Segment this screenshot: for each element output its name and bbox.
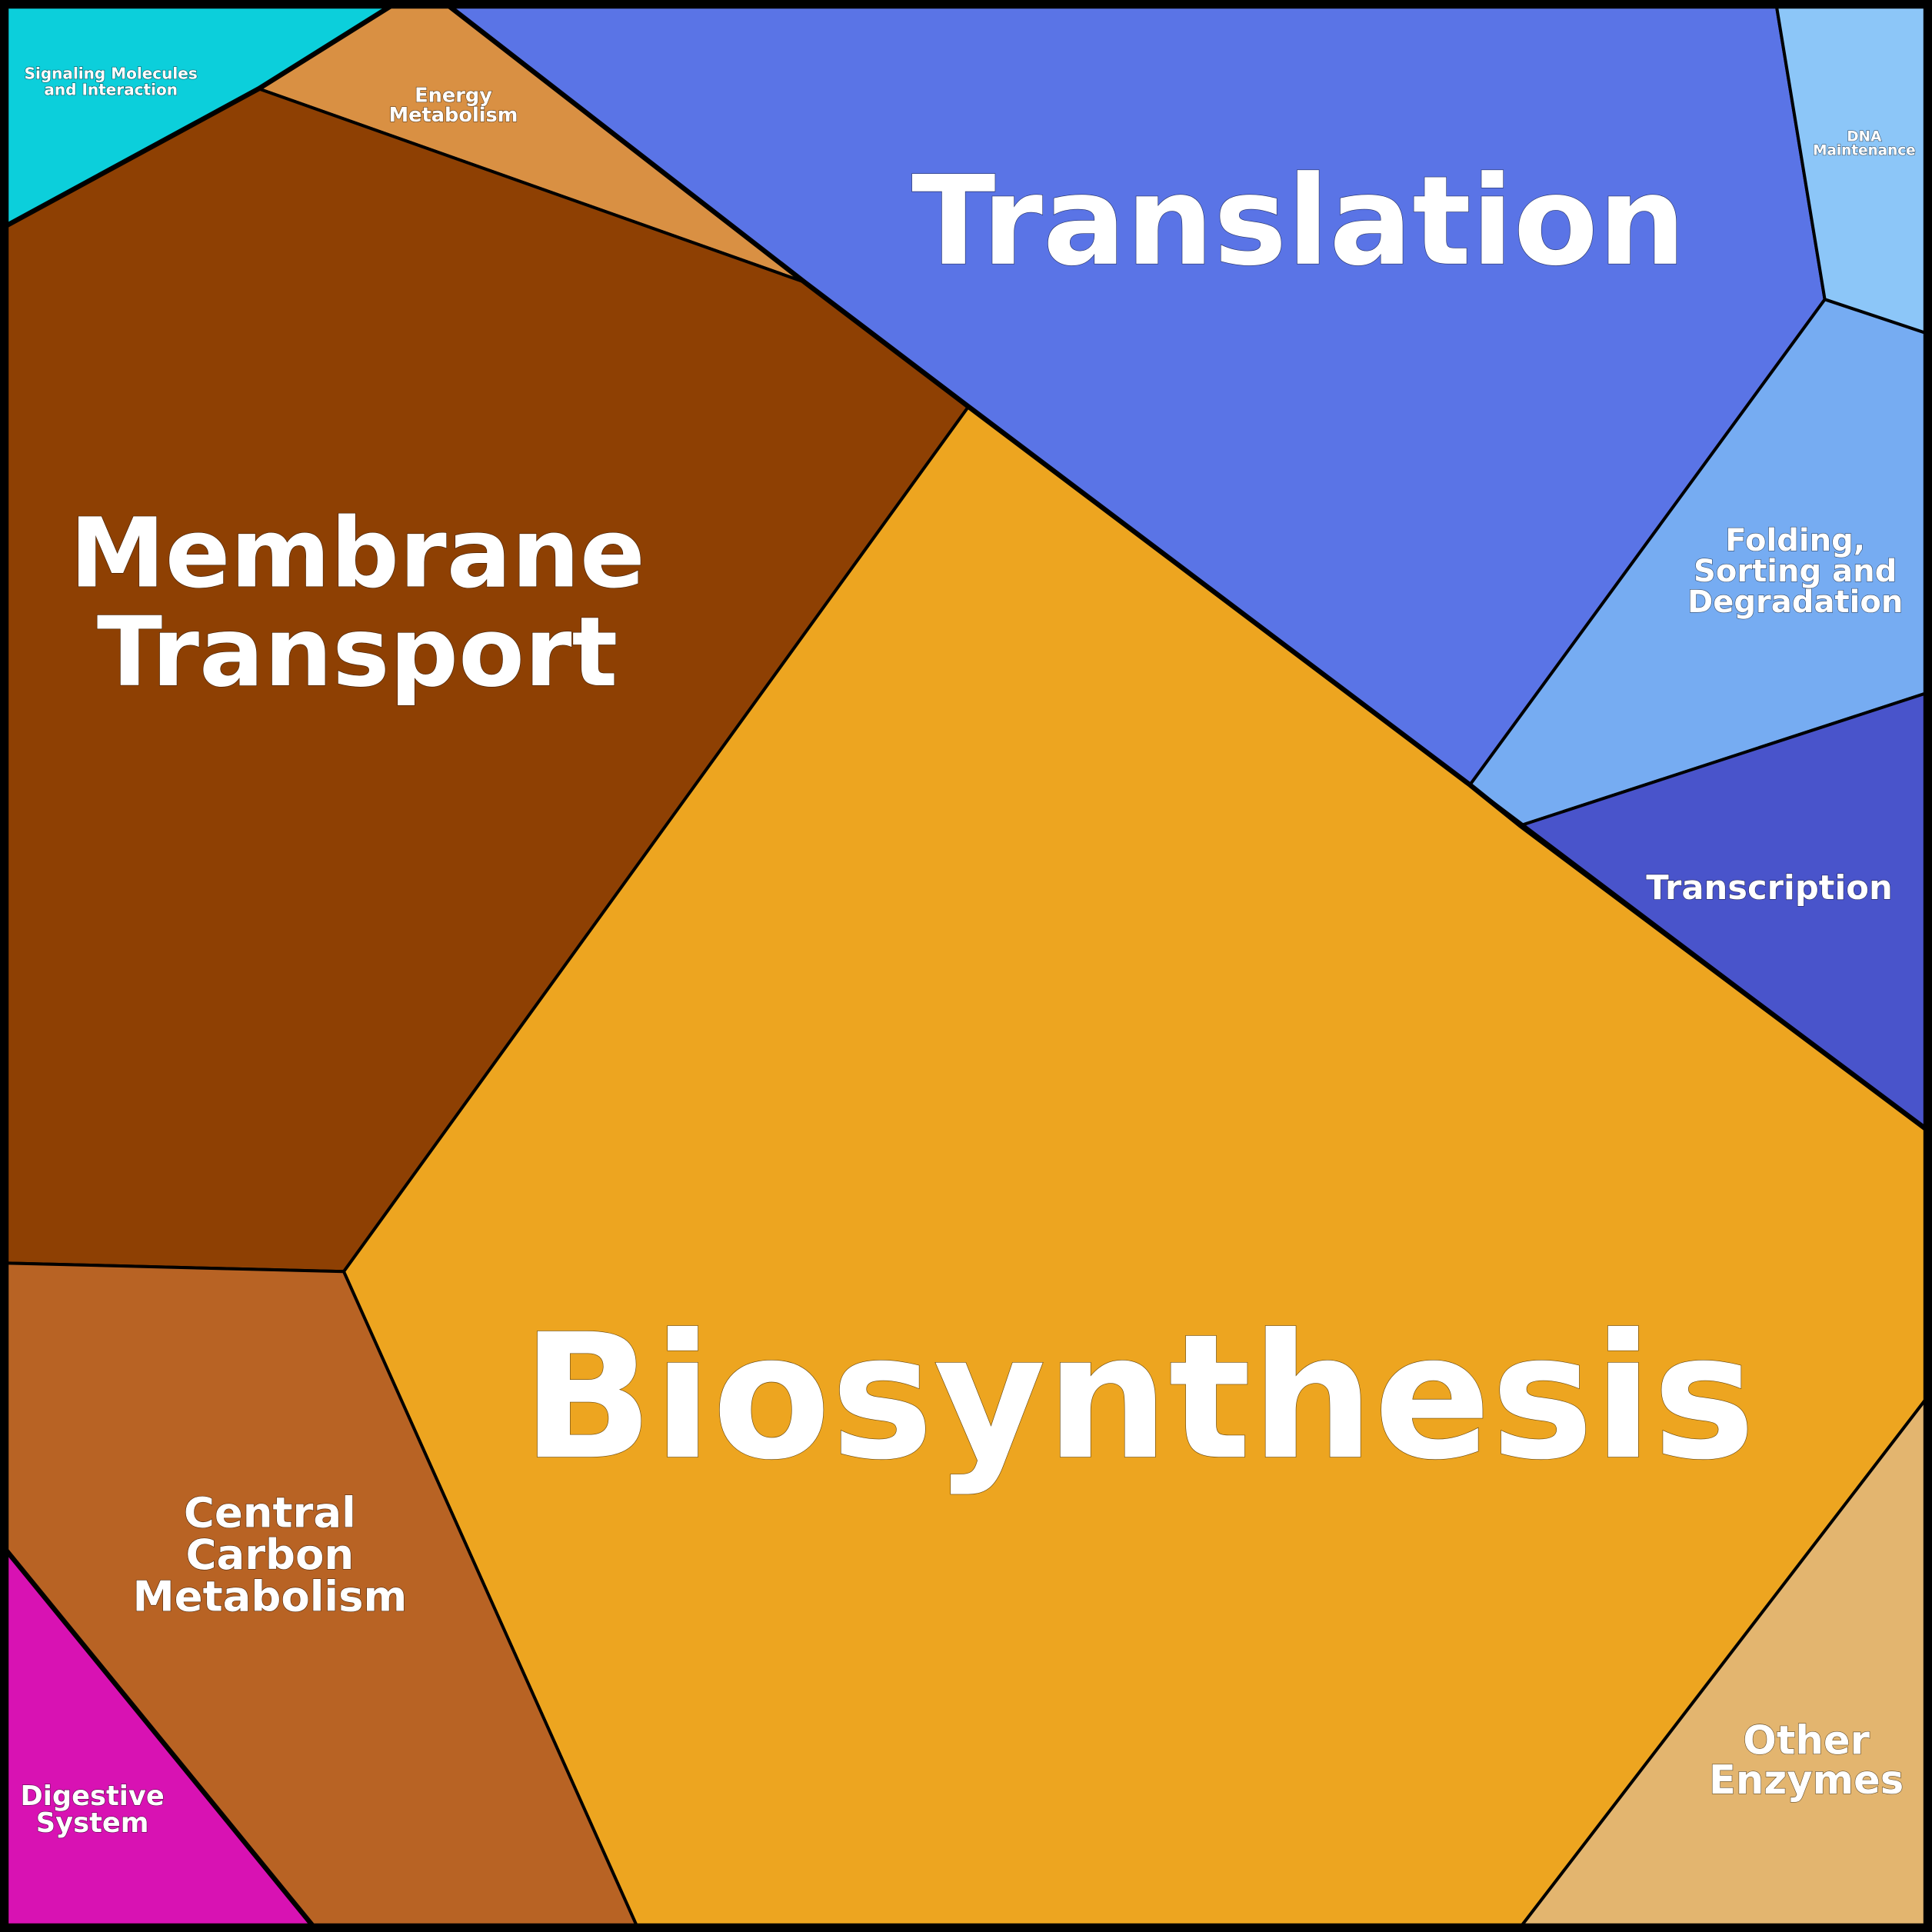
group-boundary-signaling (0, 0, 402, 232)
group-boundary-metabolism-genetic (439, 0, 1932, 1136)
cell-biosynthesis[interactable]: Biosynthesis (341, 405, 1932, 1932)
cell-polygon[interactable] (0, 1261, 641, 1932)
cell-polygon[interactable] (1774, 0, 1932, 337)
group-boundary-digestive (0, 1541, 320, 1932)
cell-label: Biosynthesis (521, 1297, 1755, 1497)
cell-transcription[interactable]: Transcription (1468, 689, 1932, 1135)
cell-polygon[interactable] (1515, 1389, 1932, 1932)
cell-label: Transcription (1646, 869, 1893, 908)
cell-label: Translation (911, 149, 1686, 293)
